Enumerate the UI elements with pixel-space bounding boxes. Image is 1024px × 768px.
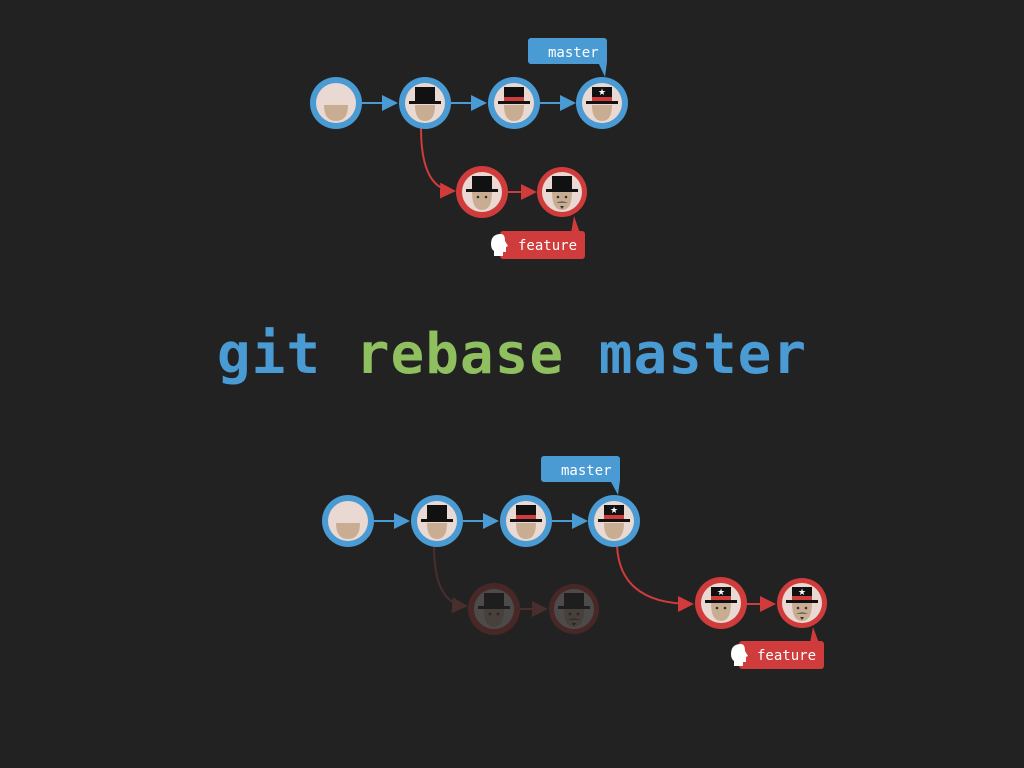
ghost-commit-node (549, 584, 599, 634)
faded-top-hat-face-icon (474, 589, 514, 629)
ghost-branch-edge (433, 545, 468, 614)
command-git: git (216, 322, 322, 387)
branch-edge-arrow (616, 545, 694, 612)
branch-edge-arrow (420, 127, 456, 199)
top-hat-red-band-icon (506, 501, 546, 541)
commit-node (411, 495, 463, 547)
commit-node (322, 495, 374, 547)
feature-label-text: feature (757, 648, 816, 664)
after-graph: master feature (322, 456, 827, 669)
top-hat-face-icon (462, 172, 502, 212)
top-hat-star-face-icon (701, 583, 741, 623)
bald-face-icon (328, 501, 368, 541)
before-graph: master feature (310, 38, 628, 259)
commit-node (695, 577, 747, 629)
top-hat-icon (405, 83, 445, 123)
commit-node (777, 578, 827, 628)
master-branch-label: master (541, 456, 620, 495)
top-hat-icon (417, 501, 457, 541)
top-hat-star-mustache-face-icon (782, 583, 822, 623)
master-label-text: master (561, 463, 612, 479)
top-hat-mustache-face-icon (542, 172, 582, 212)
command-title: git rebase master (0, 322, 1024, 387)
feature-label-text: feature (518, 238, 577, 254)
commit-node (500, 495, 552, 547)
commit-node (488, 77, 540, 129)
commit-node (399, 77, 451, 129)
master-branch-label: master (528, 38, 607, 77)
faded-top-hat-mustache-face-icon (554, 589, 594, 629)
command-master: master (598, 322, 808, 387)
feature-branch-label: feature (491, 216, 585, 259)
commit-node (310, 77, 362, 129)
top-hat-star-icon (594, 501, 634, 541)
commit-node (576, 77, 628, 129)
ghost-commit-node (468, 583, 520, 635)
commit-node (588, 495, 640, 547)
commit-node (456, 166, 508, 218)
top-hat-red-band-icon (494, 83, 534, 123)
bald-face-icon (316, 83, 356, 123)
feature-branch-label: feature (731, 627, 824, 669)
top-hat-star-icon (582, 83, 622, 123)
commit-node (537, 167, 587, 217)
master-label-text: master (548, 45, 599, 61)
command-rebase: rebase (355, 322, 565, 387)
